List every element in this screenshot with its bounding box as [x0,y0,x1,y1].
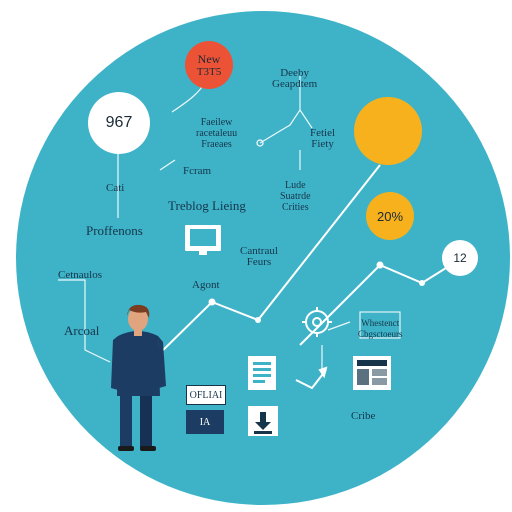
number-value: 12 [453,251,467,265]
new-badge: New T3T5 [185,41,233,89]
ia-box: IA [186,410,224,434]
ia-label: IA [199,416,211,428]
label-central: Cantraul Feurs [240,245,278,268]
oflia-label: OFLIAI [189,389,223,401]
new-badge-bottom: T3T5 [196,65,222,78]
label-trading: Treblog Lieing [168,198,246,213]
count-badge: 967 [88,92,150,154]
label-lude: Lude Suatrde Crities [280,180,311,213]
report-icon [359,311,401,339]
download-icon [248,406,278,436]
label-arcal: Arcoal [64,323,100,338]
label-deeply: Deeby Geapdtem [272,67,318,90]
label-cart: Cati [106,182,125,194]
new-badge-top: New [197,51,221,66]
label-cernaulos: Cetnaulos [58,269,102,281]
trend-arrow-icon [295,366,328,390]
count-value: 967 [105,114,133,131]
percent-badge: 20% [366,192,414,240]
label-agent: Agont [192,279,220,291]
gear-icon [302,307,332,337]
number-badge: 12 [442,240,478,276]
trend-markers [208,139,425,323]
label-feature: Faeilew racetaleuu Fraeaes [196,117,238,150]
label-report: Whestenct Cbgsctoeurs [358,318,403,339]
businessman-figure [111,304,166,451]
trend-line-secondary [299,257,463,346]
percent-value: 20% [376,208,404,224]
oflia-box: OFLIAI [186,385,226,405]
yellow-circle [354,97,422,165]
trend-line [154,164,381,359]
label-forum: Fcram [183,165,212,177]
monitor-icon [185,225,221,255]
document-icon [248,356,276,390]
label-cribe: Cribe [351,410,376,422]
label-professions: Proffenons [86,223,143,238]
label-retail: Fetiel Fiety [310,127,336,150]
dashboard-icon [353,356,391,390]
